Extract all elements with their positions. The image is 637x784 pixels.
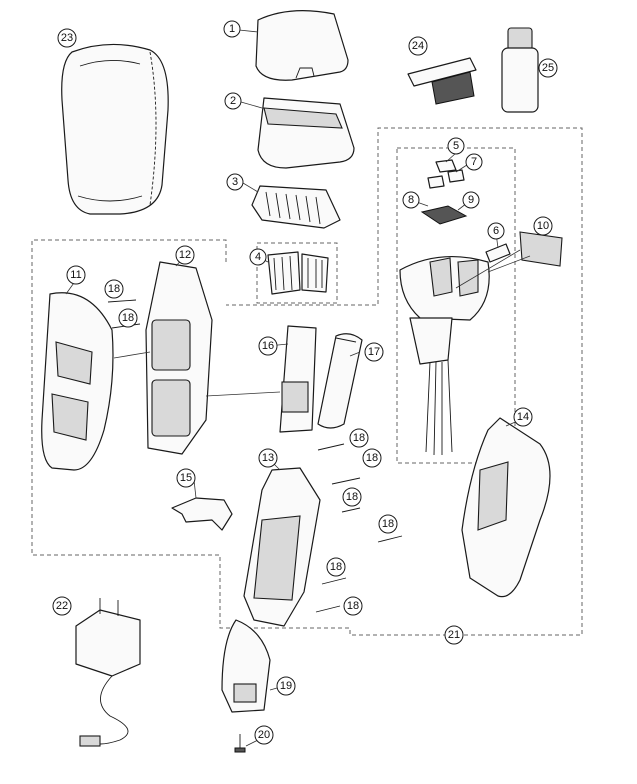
callout-1-label: 1	[229, 23, 235, 35]
callout-10-label: 10	[537, 220, 549, 232]
callout-2-label: 2	[230, 95, 236, 107]
callout-23: 23	[57, 28, 77, 48]
callout-2: 2	[224, 92, 242, 110]
callout-8-label: 8	[408, 194, 414, 206]
callout-17-label: 17	[368, 346, 380, 358]
bottom-screw	[234, 734, 246, 753]
callout-9-label: 9	[468, 194, 474, 206]
back-cover	[461, 417, 551, 598]
callout-19-label: 19	[280, 680, 292, 692]
callout-12: 12	[175, 245, 195, 265]
protective-cap	[255, 10, 349, 81]
main-body-group-outline	[31, 127, 583, 636]
callout-18-a-label: 18	[108, 283, 120, 295]
callout-18-h-label: 18	[347, 600, 359, 612]
callouts: 1 2 3 4 5 6 7 8 9 10 11 12 13 14 15 16 1…	[52, 20, 558, 745]
callout-18-c: 18	[349, 428, 369, 448]
callout-18-b: 18	[118, 308, 138, 328]
callout-4: 4	[249, 248, 267, 266]
callout-18-f-label: 18	[382, 518, 394, 530]
callout-21: 21	[444, 625, 464, 645]
callout-10: 10	[533, 216, 553, 236]
callout-18-e-label: 18	[346, 491, 358, 503]
front-grip-panel	[41, 292, 114, 471]
main-frame	[145, 261, 213, 455]
callout-3: 3	[226, 173, 244, 191]
callout-18-d: 18	[362, 448, 382, 468]
callout-17: 17	[364, 342, 384, 362]
callout-18-g: 18	[326, 557, 346, 577]
head-module	[399, 159, 563, 456]
callout-8: 8	[402, 191, 420, 209]
callout-16-label: 16	[262, 340, 274, 352]
inner-blades	[267, 251, 329, 295]
callout-6-label: 6	[493, 225, 499, 237]
callout-5: 5	[447, 137, 465, 155]
callout-7: 7	[465, 153, 483, 171]
callout-18-b-label: 18	[122, 312, 134, 324]
callout-15: 15	[176, 468, 196, 488]
callout-12-label: 12	[179, 249, 191, 261]
callout-25: 25	[538, 58, 558, 78]
callout-18-c-label: 18	[353, 432, 365, 444]
callout-14: 14	[513, 407, 533, 427]
callout-24: 24	[408, 36, 428, 56]
rear-case	[243, 467, 321, 627]
callout-25-label: 25	[542, 62, 554, 74]
callout-11: 11	[66, 265, 86, 285]
callout-20: 20	[254, 725, 274, 745]
callout-16: 16	[258, 336, 278, 356]
callout-11-label: 11	[70, 269, 81, 281]
battery-clip	[171, 497, 233, 531]
callout-15-label: 15	[180, 472, 192, 484]
callout-9: 9	[462, 191, 480, 209]
oil-bottle	[501, 27, 539, 113]
bottom-cap	[221, 619, 271, 713]
travel-pouch	[61, 43, 169, 215]
callout-24-label: 24	[412, 40, 424, 52]
callout-5-label: 5	[453, 140, 459, 152]
callout-1: 1	[223, 20, 241, 38]
circuit-board	[279, 325, 317, 433]
callout-18-e: 18	[342, 487, 362, 507]
callout-6: 6	[487, 222, 505, 240]
callout-3-label: 3	[232, 176, 238, 188]
ac-adaptor	[75, 598, 141, 747]
callout-18-f: 18	[378, 514, 398, 534]
callout-22-label: 22	[56, 600, 68, 612]
callout-21-label: 21	[448, 629, 460, 641]
callout-23-label: 23	[61, 32, 73, 44]
callout-4-label: 4	[255, 251, 261, 263]
callout-7-label: 7	[471, 156, 477, 168]
callout-18-h: 18	[343, 596, 363, 616]
foil-system	[251, 185, 341, 229]
callout-13: 13	[258, 448, 278, 468]
callout-13-label: 13	[262, 452, 274, 464]
callout-18-a: 18	[104, 279, 124, 299]
cleaning-brush	[407, 57, 477, 105]
battery	[317, 333, 363, 429]
callout-18-g-label: 18	[330, 561, 342, 573]
callout-18-d-label: 18	[366, 452, 378, 464]
callout-20-label: 20	[258, 729, 270, 741]
outer-foil-frame	[257, 97, 355, 169]
callout-19: 19	[276, 676, 296, 696]
callout-22: 22	[52, 596, 72, 616]
callout-14-label: 14	[517, 411, 529, 423]
